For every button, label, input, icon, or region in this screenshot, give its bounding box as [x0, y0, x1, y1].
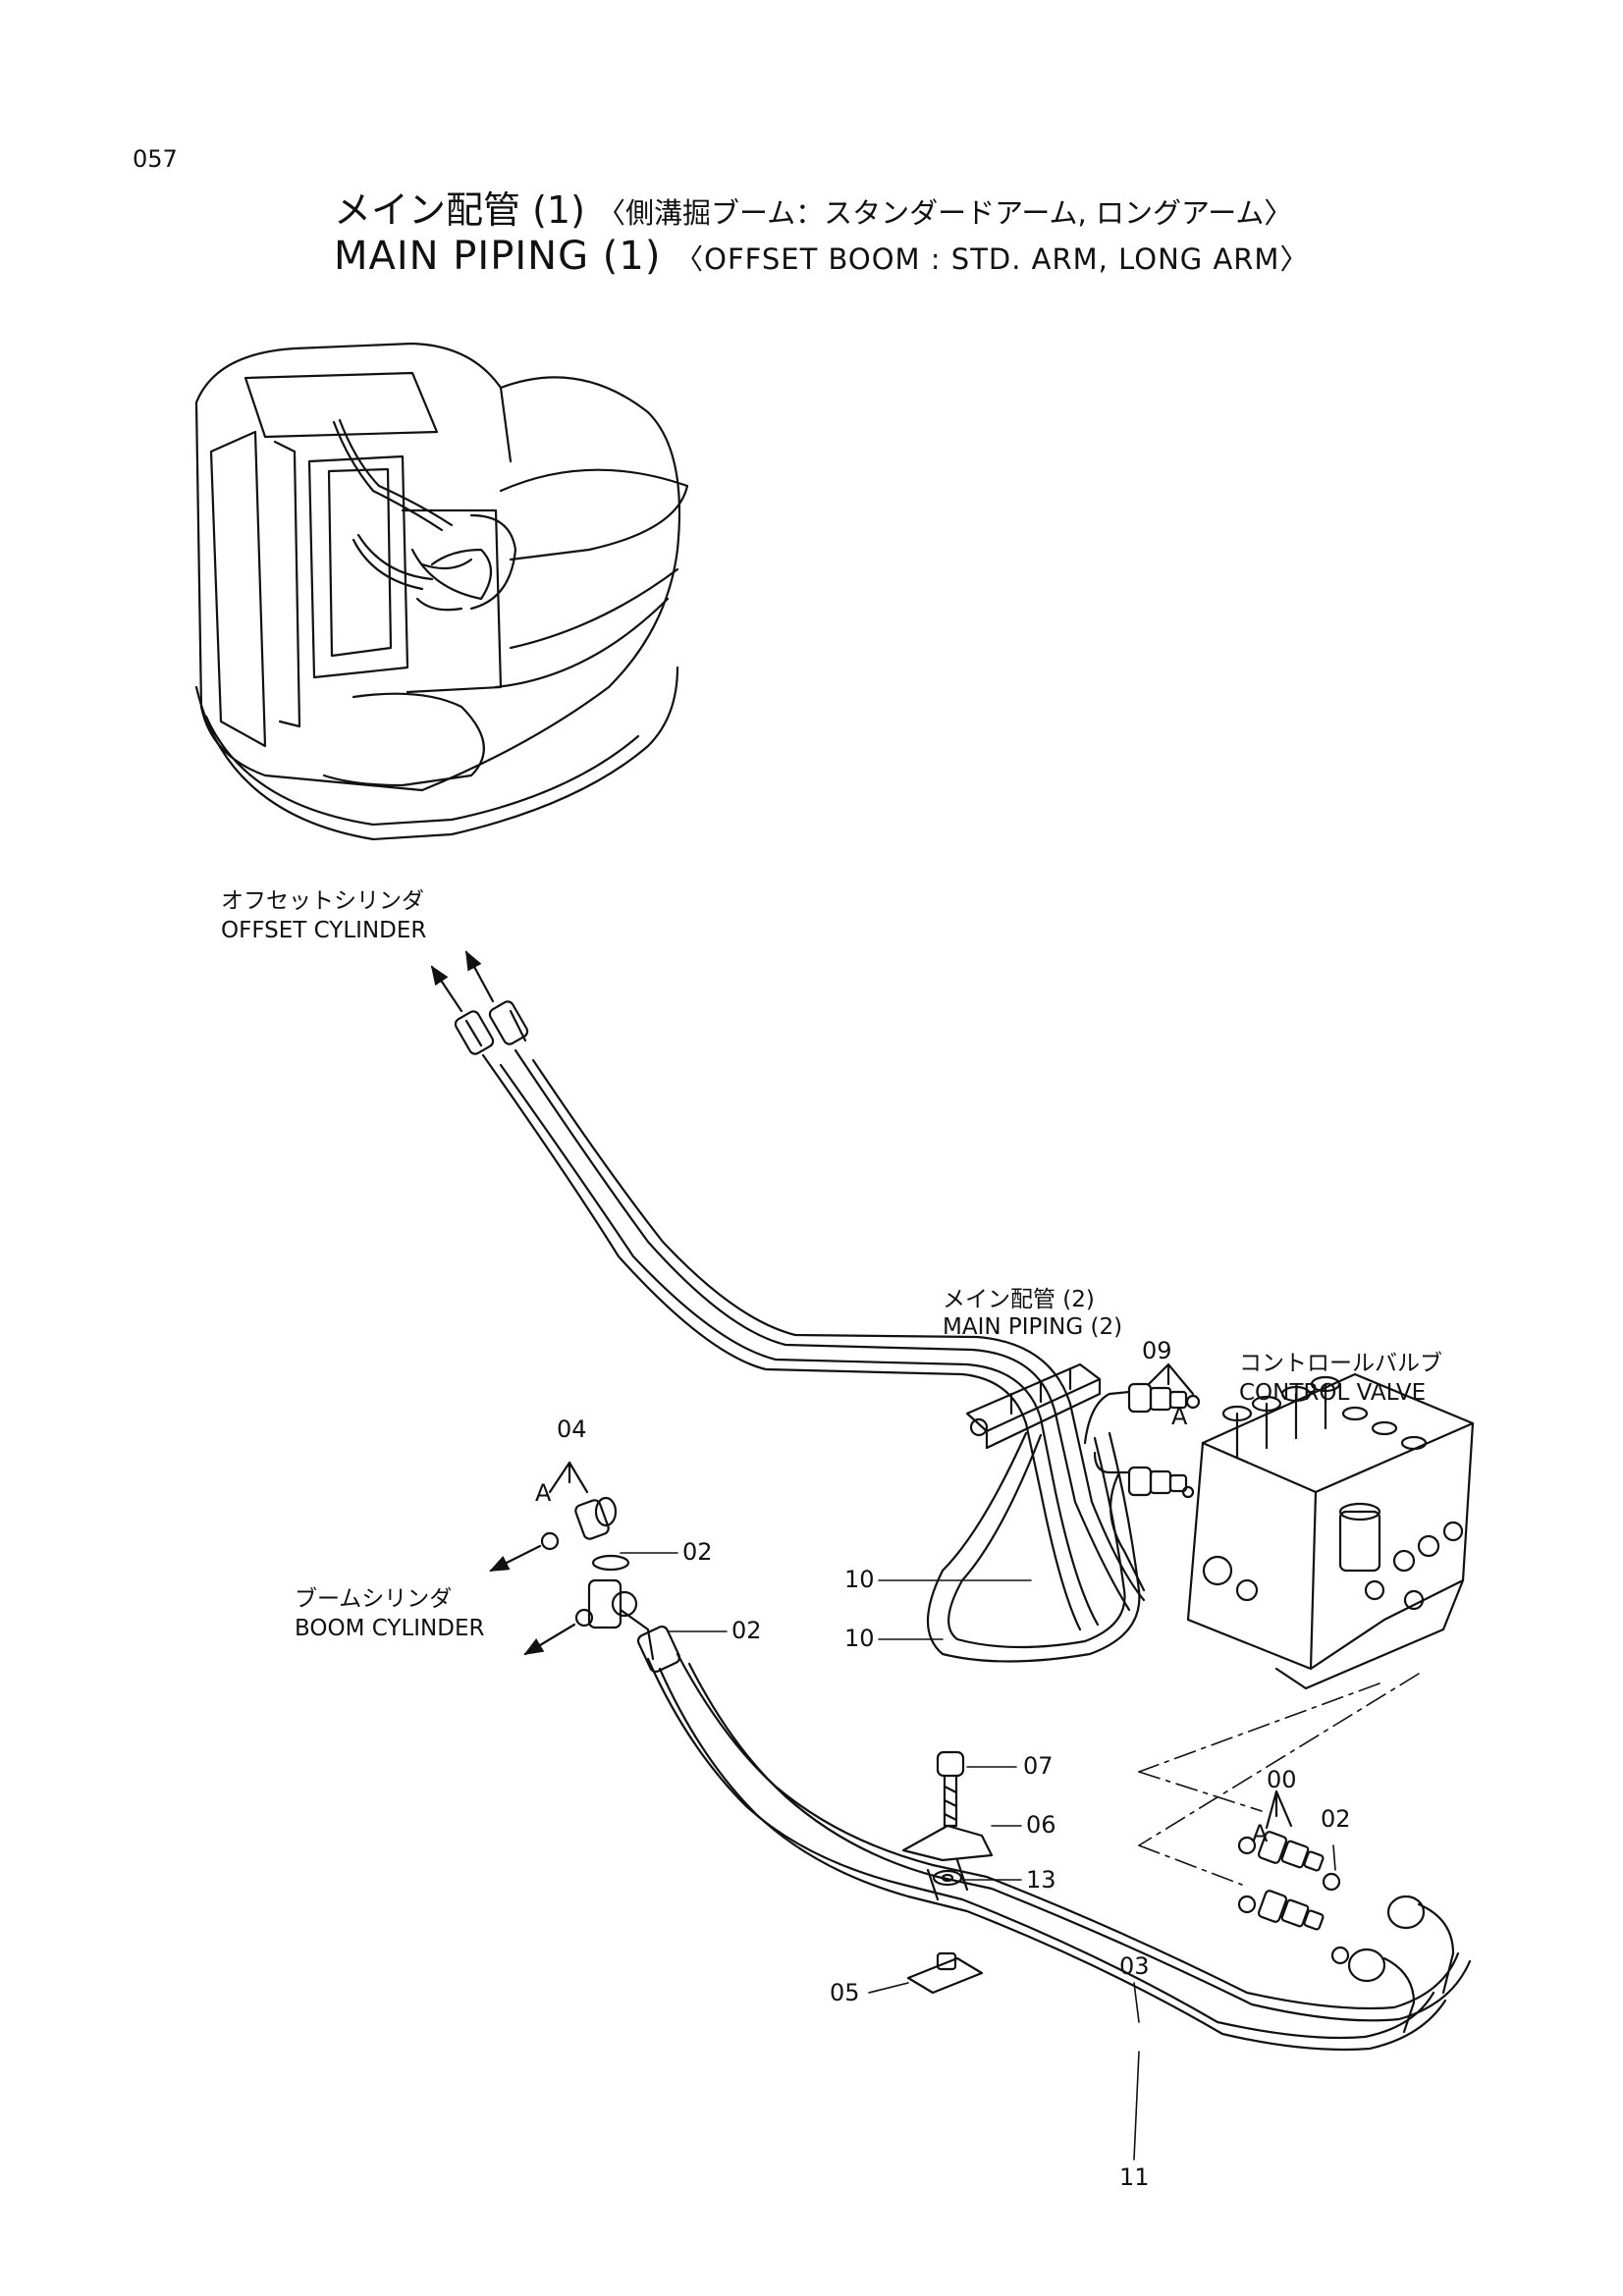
- offset-cylinder-hoses: [454, 1000, 1146, 1631]
- part-leaders: [620, 1552, 1336, 2161]
- boom-cylinder-arrows: [489, 1544, 576, 1656]
- view-marker-a: A: [1171, 1403, 1188, 1430]
- title-english: MAIN PIPING (1) 〈OFFSET BOOM : STD. ARM,…: [334, 234, 1309, 279]
- title-ja-main: メイン配管: [334, 188, 521, 232]
- control-valve-illustration: [1186, 1372, 1475, 1690]
- part-number-11: 11: [1119, 2163, 1150, 2191]
- boom-cylinder-label-ja: ブームシリンダ: [295, 1586, 453, 1612]
- title-en-num: (1): [602, 234, 662, 279]
- main-piping-2-label-en: MAIN PIPING (2): [943, 1314, 1123, 1340]
- control-valve-label-en: CONTROL VALVE: [1239, 1380, 1427, 1406]
- part-number-00: 00: [1267, 1766, 1297, 1793]
- part-number-03: 03: [1119, 1952, 1150, 1980]
- part-number-09: 09: [1142, 1337, 1172, 1364]
- part-number-10: 10: [844, 1566, 875, 1593]
- clamp-hardware: [901, 1750, 994, 1995]
- title-ja-sub: 〈側溝掘ブーム：スタンダードアーム, ロングアーム〉: [597, 196, 1293, 230]
- long-hoses-03-11: [646, 1652, 1472, 2052]
- main-piping-2-label-ja: メイン配管 (2): [943, 1287, 1095, 1312]
- valve-leader-lines: [1138, 1673, 1420, 1886]
- boom-fittings: [540, 1461, 681, 1674]
- part-number-13: 13: [1026, 1866, 1056, 1894]
- part-number-02: 02: [731, 1617, 762, 1644]
- part-number-10: 10: [844, 1625, 875, 1652]
- part-number-05: 05: [830, 1979, 860, 2006]
- offset-cylinder-arrows: [430, 950, 495, 1013]
- hose-elbows: [1347, 1895, 1455, 2034]
- boom-cylinder-label-en: BOOM CYLINDER: [295, 1616, 485, 1641]
- adapters-09: [1127, 1362, 1201, 1499]
- excavator-cab-illustration: [194, 342, 689, 841]
- main-piping-2-clamp: [965, 1362, 1102, 1450]
- view-marker-a: A: [1252, 1820, 1269, 1847]
- title-japanese: メイン配管 (1) 〈側溝掘ブーム：スタンダードアーム, ロングアーム〉: [334, 180, 1292, 234]
- part-number-04: 04: [557, 1415, 587, 1443]
- title-ja-num: (1): [532, 188, 585, 232]
- page-number: 057: [133, 145, 178, 173]
- control-valve-label-ja: コントロールバルブ: [1239, 1351, 1442, 1376]
- loop-hoses-10: [926, 1390, 1146, 1663]
- part-number-02: 02: [682, 1538, 713, 1566]
- part-number-02: 02: [1321, 1805, 1351, 1833]
- adapters-00: [1237, 1789, 1350, 1965]
- offset-cylinder-label-en: OFFSET CYLINDER: [221, 918, 427, 943]
- part-number-06: 06: [1026, 1811, 1056, 1839]
- view-marker-a: A: [535, 1479, 552, 1507]
- title-en-sub: 〈OFFSET BOOM : STD. ARM, LONG ARM〉: [675, 242, 1310, 276]
- part-number-07: 07: [1023, 1752, 1054, 1780]
- offset-cylinder-label-ja: オフセットシリンダ: [221, 888, 424, 914]
- title-en-main: MAIN PIPING: [334, 234, 590, 279]
